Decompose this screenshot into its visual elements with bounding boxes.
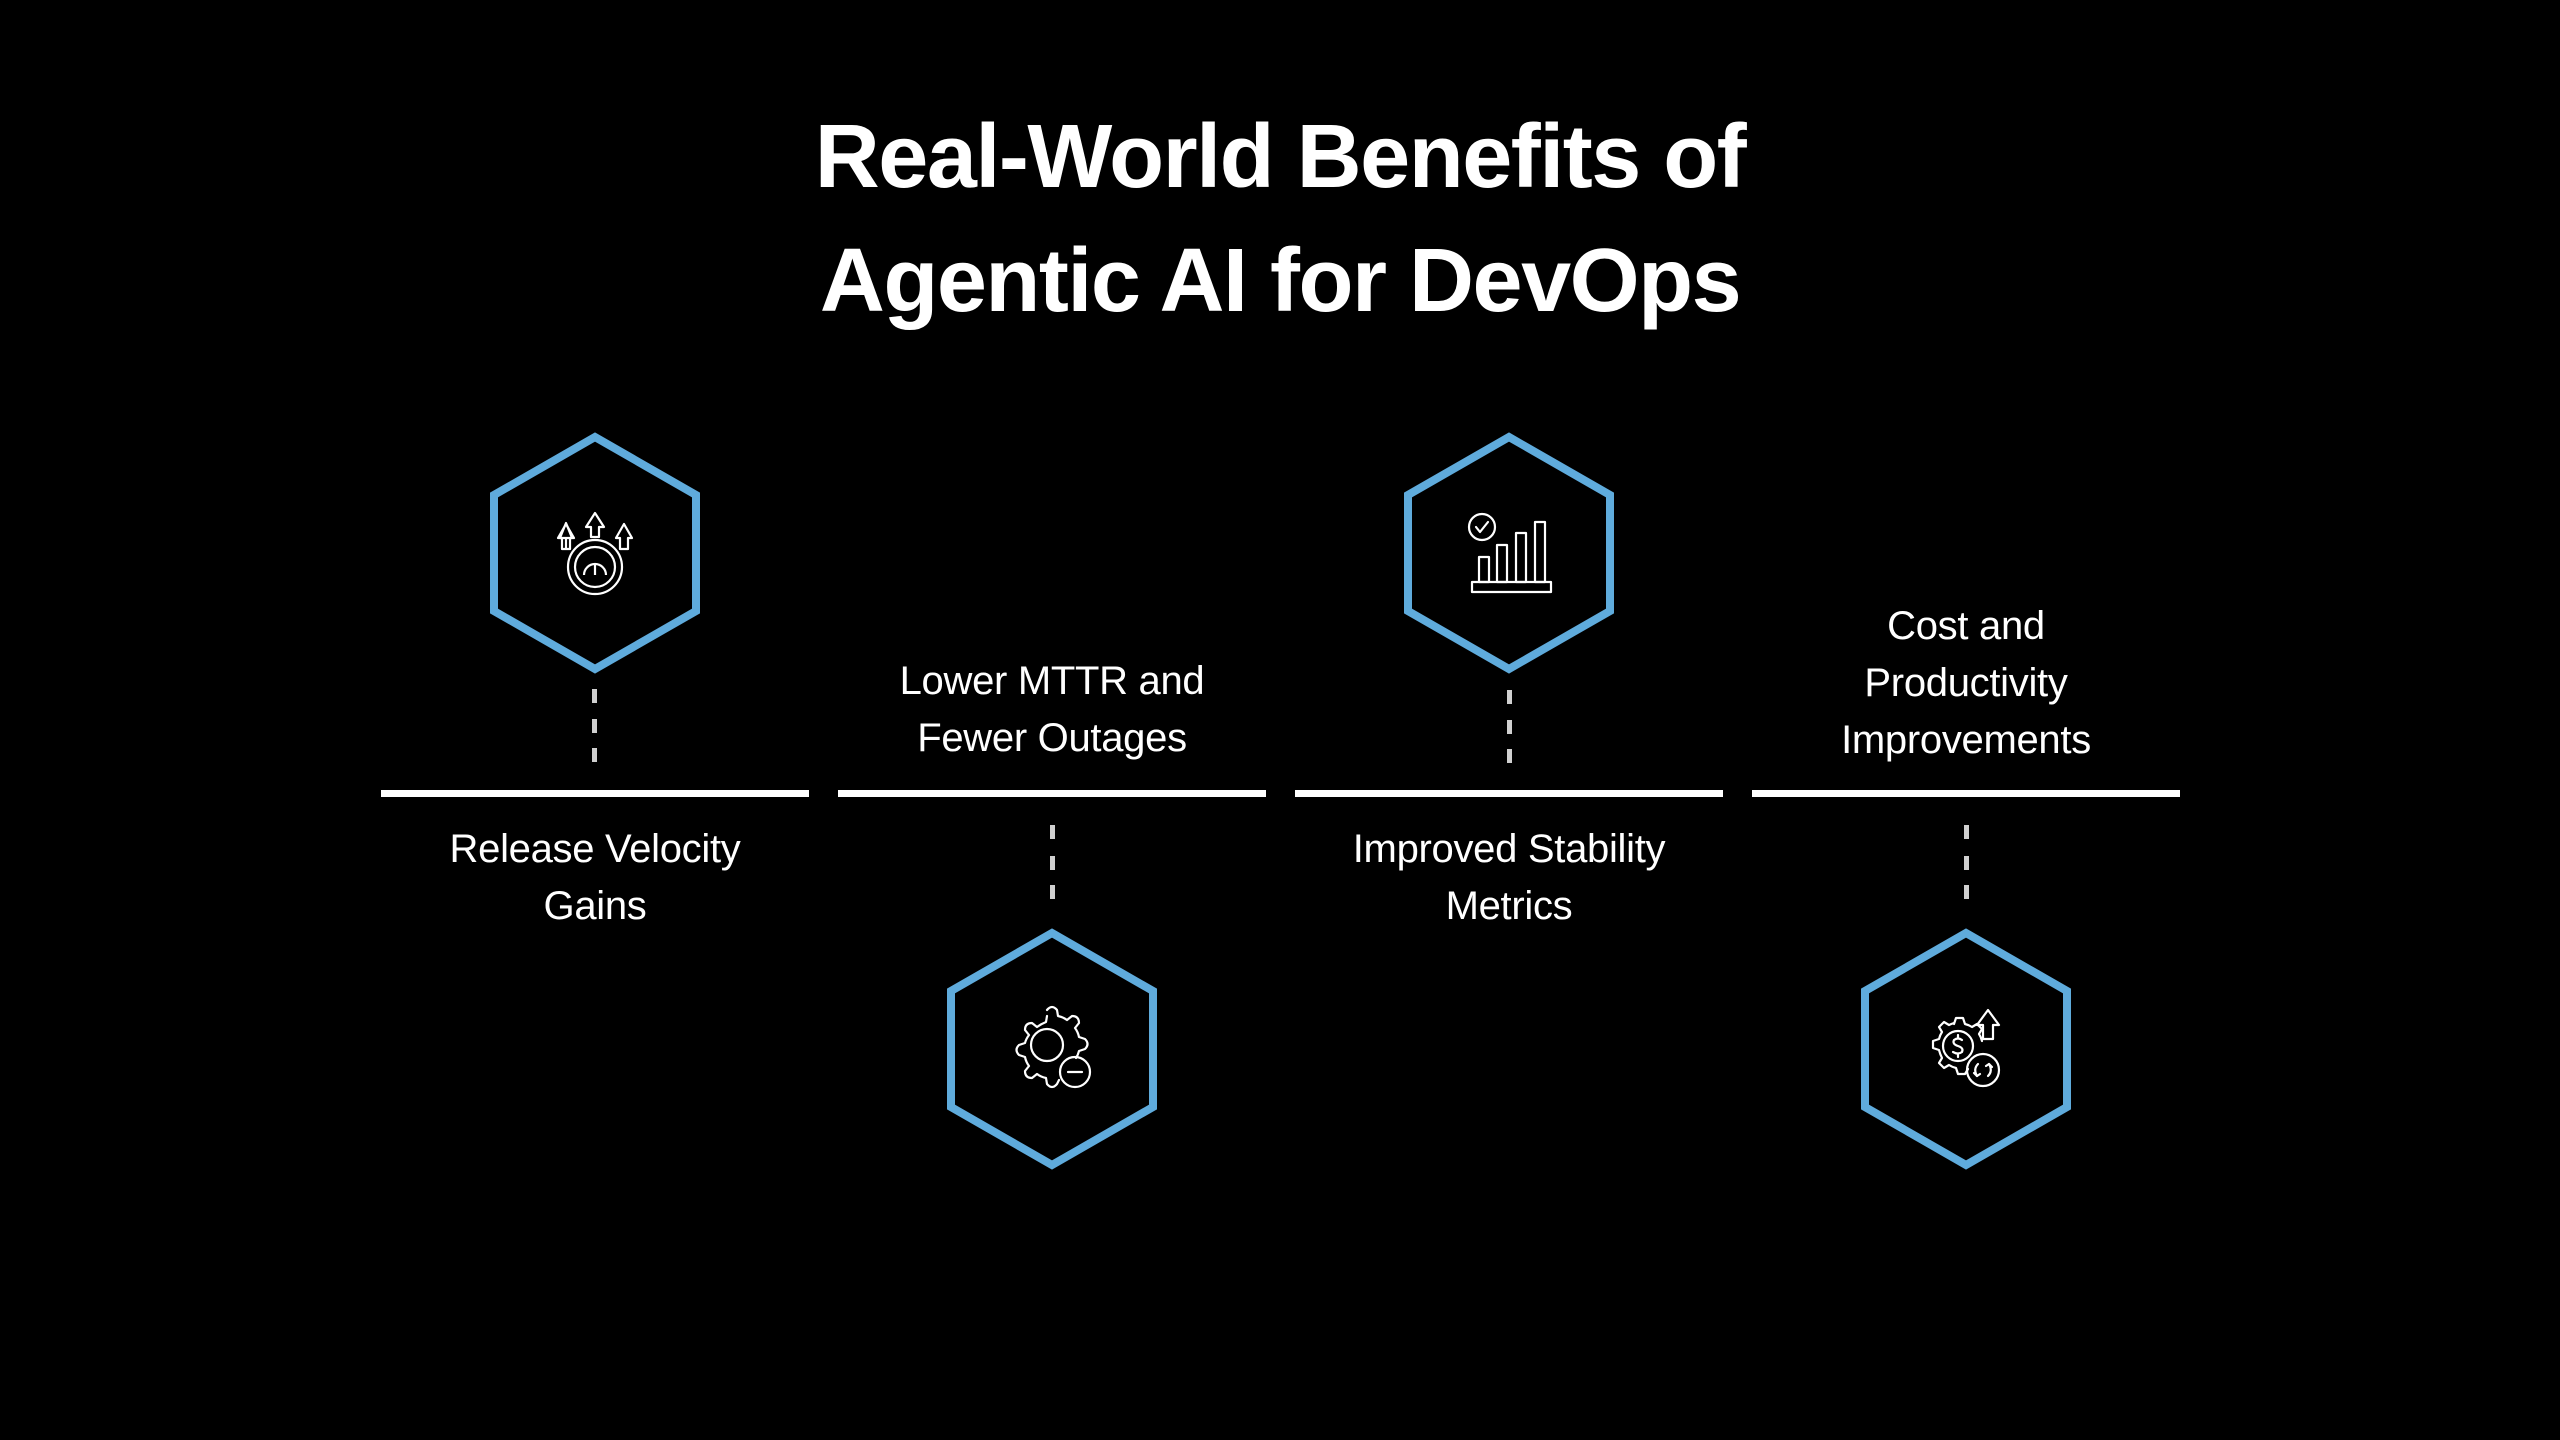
timeline-segment-4 [1752, 790, 2180, 797]
connector-dash [1964, 885, 1969, 899]
title-line-2: Agentic AI for DevOps [819, 231, 1742, 331]
timeline-segment-3 [1295, 790, 1723, 797]
connector-dash [1964, 856, 1969, 870]
connector-dash [1050, 856, 1055, 870]
connector-dash [1507, 720, 1512, 734]
title-line-1: Real-World Benefits of [814, 107, 1747, 207]
gear-minus-icon [1015, 1005, 1092, 1089]
label-line: Gains [543, 884, 647, 928]
connector-dash [1964, 825, 1969, 839]
connector-dash [1050, 825, 1055, 839]
benefit-label: Improved Stability Metrics [1295, 821, 1723, 935]
label-line: Fewer Outages [917, 716, 1187, 760]
gear-dollar-refresh-arrow-icon [1931, 1008, 2001, 1088]
timeline-segment-2 [838, 790, 1266, 797]
hexagon-frame [1861, 928, 2071, 1170]
hexagon-frame [490, 432, 700, 674]
label-line: Lower MTTR and [899, 659, 1205, 703]
label-line: Metrics [1445, 884, 1573, 928]
connector-dash [1507, 749, 1512, 763]
hexagon-frame [947, 928, 1157, 1170]
connector-dash [1050, 885, 1055, 899]
speedometer-arrows-up-icon [556, 511, 634, 596]
connector-dash [1507, 690, 1512, 704]
label-line: Improvements [1841, 718, 2091, 762]
connector-dash [592, 719, 597, 733]
page-title: Real-World Benefits of Agentic AI for De… [0, 95, 2560, 343]
bar-chart-check-icon [1467, 512, 1553, 594]
connector-dash [592, 748, 597, 762]
benefit-label: Lower MTTR and Fewer Outages [838, 653, 1266, 767]
connector-dash [592, 689, 597, 703]
benefit-label: Release Velocity Gains [381, 821, 809, 935]
benefit-label: Cost and Productivity Improvements [1752, 598, 2180, 769]
label-line: Release Velocity [449, 827, 741, 871]
hexagon-frame [1404, 432, 1614, 674]
timeline-segment-1 [381, 790, 809, 797]
label-line: Cost and [1887, 604, 2045, 648]
label-line: Improved Stability [1352, 827, 1666, 871]
label-line: Productivity [1864, 661, 2068, 705]
